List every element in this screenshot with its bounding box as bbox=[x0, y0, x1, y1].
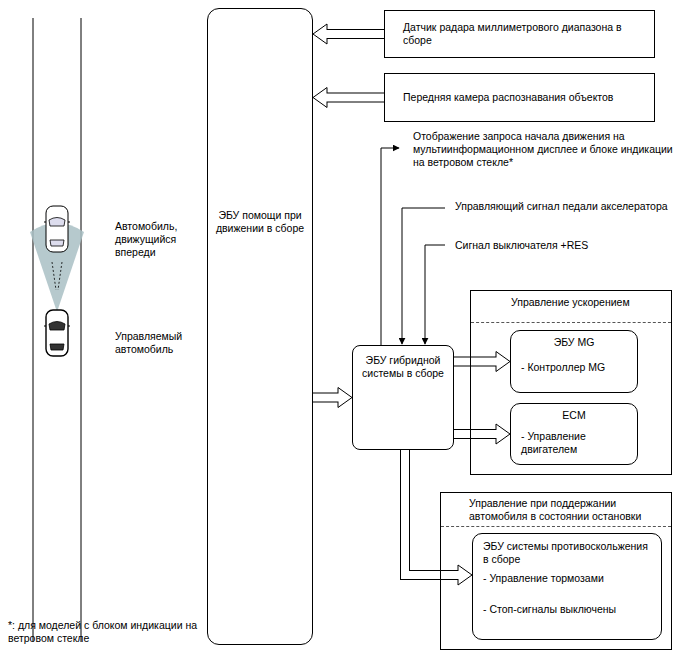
box-item: - Управление двигателем bbox=[521, 430, 627, 456]
hollow-arrow bbox=[454, 352, 510, 372]
own-car bbox=[44, 310, 70, 356]
vehicle-label: Управляемый автомобиль bbox=[115, 330, 205, 356]
vehicle-label: Автомобиль, движущийся впереди bbox=[115, 220, 205, 259]
arrow-head bbox=[338, 388, 352, 408]
hollow-arrow bbox=[454, 424, 510, 444]
group-box: Управление ускорениемЭБУ MG - Контроллер … bbox=[470, 290, 672, 475]
hollow-arrow bbox=[405, 450, 472, 585]
hollow-arrow bbox=[313, 388, 352, 408]
signal-line bbox=[381, 148, 399, 345]
road-edge bbox=[33, 18, 34, 642]
footnote: *: для моделей с блоком индикации на вет… bbox=[8, 619, 208, 645]
sensor-box: Передняя камера распознавания объектов bbox=[384, 73, 655, 122]
sensor-box: Датчик радара миллиметрового диапазона в… bbox=[384, 10, 655, 58]
box-item: - Контроллер MG bbox=[521, 361, 627, 374]
arrow-head bbox=[313, 24, 327, 44]
ecu-box: ЭБУ гибридной системы в сборе bbox=[352, 345, 454, 450]
arrow-shaft-fill bbox=[454, 430, 498, 438]
signal-line bbox=[425, 245, 445, 344]
signal-label: Управляющий сигнал педали акселератора bbox=[455, 200, 675, 213]
arrow-shaft-outline bbox=[405, 450, 458, 575]
group-box: Управление при поддержании автомобиля в … bbox=[440, 492, 672, 650]
box-title: Управление ускорением bbox=[511, 296, 663, 309]
box-title: ЭБУ MG bbox=[521, 336, 627, 349]
arrow-head bbox=[313, 88, 327, 108]
dashed-divider bbox=[471, 322, 671, 323]
box-item: - Управление тормозами bbox=[483, 572, 651, 585]
arrow-shaft-fill bbox=[454, 358, 498, 366]
ecu-box: ЭБУ MG - Контроллер MG bbox=[510, 330, 638, 393]
box-title: ЭБУ гибридной системы в сборе bbox=[357, 354, 449, 380]
box-title: ECM bbox=[521, 409, 627, 422]
hollow-arrow bbox=[313, 24, 384, 44]
hollow-arrow bbox=[313, 88, 384, 108]
arrow-shaft-fill bbox=[326, 30, 385, 38]
arrow-head bbox=[496, 424, 510, 444]
arrow-shaft-fill bbox=[405, 450, 460, 575]
box-title: Передняя камера распознавания объектов bbox=[403, 91, 636, 104]
signal-line bbox=[402, 208, 445, 344]
ecu-box: ЭБУ системы противоскольжения в сборе - У… bbox=[472, 533, 662, 640]
road-edge bbox=[81, 18, 82, 642]
ecu-box: ECM - Управление двигателем bbox=[510, 403, 638, 465]
arrow-head bbox=[496, 352, 510, 372]
arrow-shaft-fill bbox=[313, 394, 340, 402]
dashed-divider bbox=[441, 526, 671, 527]
box-title: ЭБУ помощи при движении в сборе bbox=[214, 209, 306, 235]
arrow-head bbox=[458, 565, 472, 585]
box-title: Управление при поддержании автомобиля в … bbox=[469, 497, 663, 523]
front-car bbox=[44, 206, 70, 252]
box-title: ЭБУ системы противоскольжения в сборе bbox=[483, 540, 651, 566]
box-title: Датчик радара миллиметрового диапазона в… bbox=[403, 21, 636, 47]
arrow-shaft-fill bbox=[326, 94, 385, 102]
radar-wave bbox=[52, 262, 62, 290]
signal-label: Сигнал выключателя +RES bbox=[455, 239, 675, 252]
box-item: - Стоп-сигналы выключены bbox=[483, 603, 651, 616]
signal-label: Отображение запроса начала движения на м… bbox=[413, 130, 675, 169]
ecu-box: ЭБУ помощи при движении в сборе bbox=[207, 8, 313, 645]
